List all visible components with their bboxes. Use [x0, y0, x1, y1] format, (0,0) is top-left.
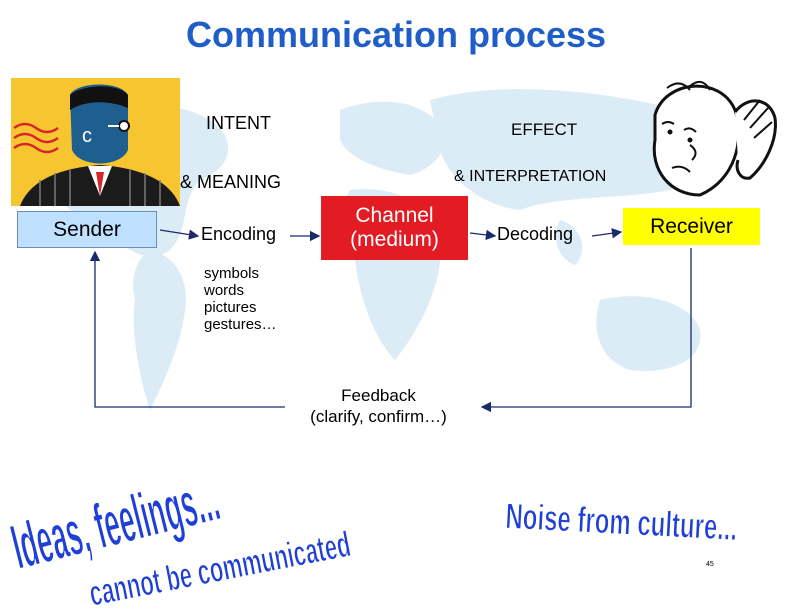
list-item: words [204, 282, 245, 299]
list-item: gestures… [204, 316, 277, 333]
sender-box: Sender [17, 211, 157, 248]
list-item: symbols [204, 265, 260, 282]
feedback-detail: (clarify, confirm…) [310, 407, 447, 426]
feedback-title: Feedback [341, 386, 416, 405]
meaning-label: & MEANING [180, 172, 282, 192]
effect-label: EFFECT [511, 120, 578, 139]
interpretation-label: & INTERPRETATION [454, 168, 607, 185]
medium-label: (medium) [350, 228, 439, 251]
page-number: 45 [706, 561, 714, 568]
channel-box: Channel (medium) [321, 196, 468, 260]
encoding-label: Encoding [201, 224, 277, 244]
list-item: pictures [204, 299, 257, 316]
receiver-box: Receiver [623, 208, 760, 245]
feedback-label: Feedback (clarify, confirm…) [286, 385, 471, 427]
intent-label: INTENT [206, 113, 271, 133]
page-title: Communication process [185, 14, 607, 55]
decoding-label: Decoding [497, 224, 574, 244]
symbol-list: symbols words pictures gestures… [204, 265, 277, 333]
channel-label: Channel [355, 203, 434, 227]
